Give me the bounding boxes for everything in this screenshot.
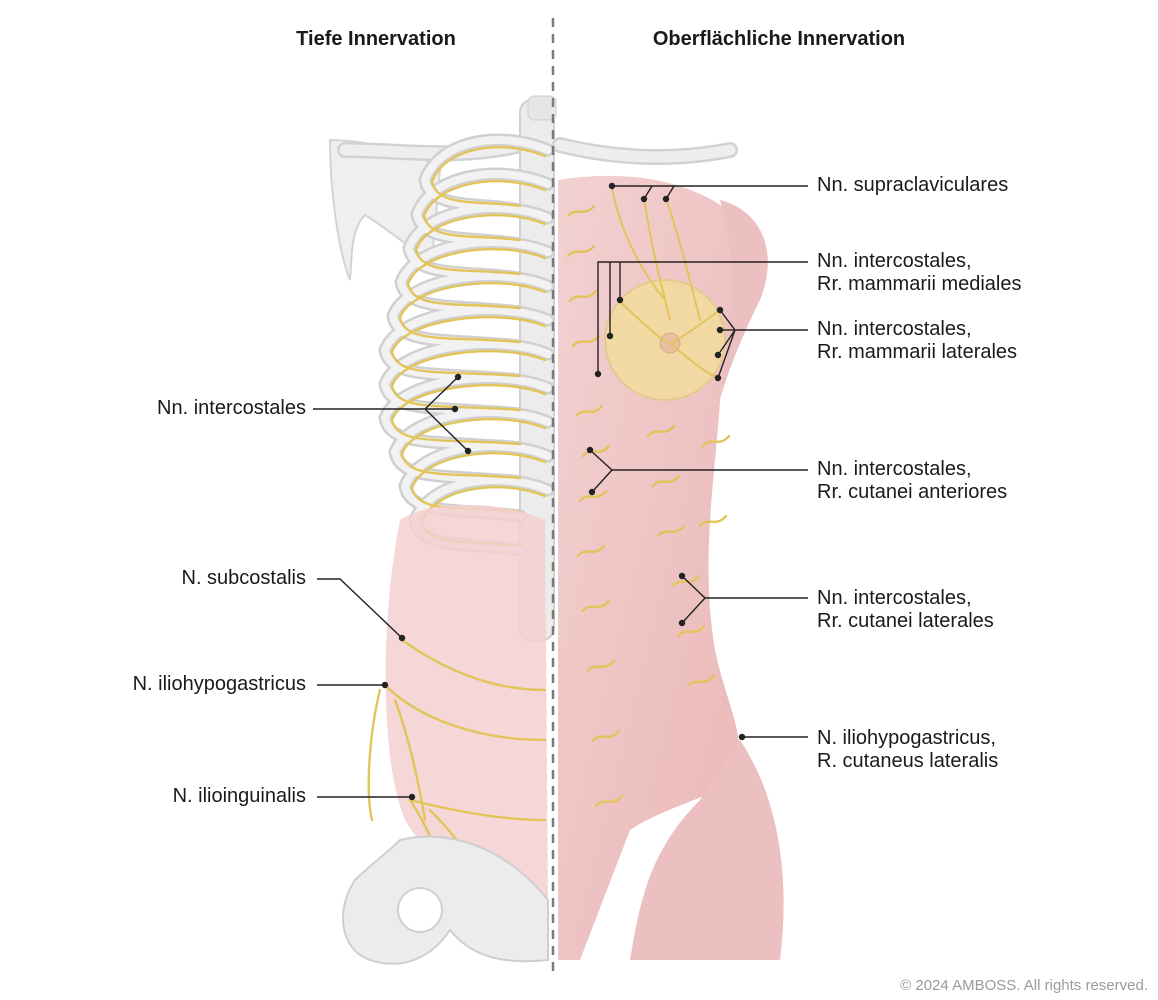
label-rr-cutanei-anteriores: Nn. intercostales, Rr. cutanei anteriore… xyxy=(817,458,1007,504)
label-n-subcostalis: N. subcostalis xyxy=(181,567,307,589)
rib xyxy=(380,374,552,452)
cutaneous-branch xyxy=(686,674,716,688)
cutaneous-branch xyxy=(581,444,611,458)
label-nn-intercostales: Nn. intercostales xyxy=(157,397,306,419)
label-rr-mammarii-laterales: Nn. intercostales, Rr. mammarii laterale… xyxy=(817,318,1017,364)
cutaneous-branch xyxy=(581,599,611,613)
label-r-cutaneus-lateralis: N. iliohypogastricus, R. cutaneus latera… xyxy=(817,727,998,773)
label-line: R. cutaneus lateralis xyxy=(817,750,999,772)
pelvis-left xyxy=(342,835,549,965)
rib xyxy=(388,272,552,350)
intercostal-nerve xyxy=(406,248,547,310)
cutaneous-branch xyxy=(651,474,681,488)
cutaneous-branch xyxy=(698,514,728,528)
cutaneous-branch xyxy=(566,204,596,218)
copyright-notice: © 2024 AMBOSS. All rights reserved. xyxy=(900,977,1148,994)
header-superficial-innervation: Oberflächliche Innervation xyxy=(652,28,906,50)
cutaneous-branch xyxy=(576,544,606,558)
label-line: Rr. cutanei laterales xyxy=(817,610,994,632)
label-n-iliohypogastricus: N. iliohypogastricus xyxy=(132,673,306,695)
superficial-body xyxy=(552,137,784,960)
rib xyxy=(380,306,552,384)
cutaneous-branch xyxy=(594,794,624,808)
label-line: Nn. intercostales, xyxy=(817,587,972,609)
cutaneous-branch xyxy=(671,574,701,588)
label-line: Nn. intercostales, xyxy=(817,458,972,480)
cutaneous-branch xyxy=(701,434,731,448)
intercostal-nerve xyxy=(430,145,547,208)
cutaneous-branch xyxy=(591,729,621,743)
cutaneous-branch xyxy=(676,624,706,638)
label-rr-cutanei-laterales: Nn. intercostales, Rr. cutanei laterales xyxy=(817,587,994,633)
label-n-ilioinguinalis: N. ilioinguinalis xyxy=(172,785,306,807)
label-rr-mammarii-mediales: Nn. intercostales, Rr. mammarii mediales xyxy=(817,250,1021,296)
cutaneous-branch xyxy=(586,659,616,673)
cutaneous-branch xyxy=(646,424,676,438)
rib xyxy=(390,408,552,486)
label-line: Nn. intercostales, xyxy=(817,318,972,340)
cutaneous-branch xyxy=(656,524,686,538)
intercostal-nerve xyxy=(398,282,547,344)
label-line: Rr. mammarii mediales xyxy=(817,273,1022,295)
label-line: N. iliohypogastricus, xyxy=(817,727,996,749)
cutaneous-branch xyxy=(574,404,604,418)
intercostal-nerve xyxy=(400,418,547,480)
leader-dots xyxy=(381,182,746,801)
intercostal-nerve xyxy=(422,180,547,242)
label-line: Rr. cutanei anteriores xyxy=(817,481,1008,503)
abdominal-muscle-deep xyxy=(385,505,548,901)
label-line: Nn. intercostales, xyxy=(817,250,972,272)
arm-right xyxy=(720,200,768,400)
intercostal-nerve xyxy=(390,316,547,378)
cutaneous-branch xyxy=(578,489,608,503)
cutaneous-branch xyxy=(571,334,601,348)
intercostal-nerve xyxy=(390,384,547,446)
cutaneous-branch xyxy=(566,244,596,258)
breast-nerves xyxy=(611,187,721,379)
thigh-right xyxy=(630,740,784,960)
deep-skeleton xyxy=(328,95,557,965)
header-deep-innervation: Tiefe Innervation xyxy=(296,28,456,50)
intercostal-nerve xyxy=(414,214,547,276)
label-nn-supraclaviculares: Nn. supraclaviculares xyxy=(817,174,1009,196)
cutaneous-nerves-superficial xyxy=(566,204,731,808)
cutaneous-branch xyxy=(568,289,598,303)
label-line: Rr. mammarii laterales xyxy=(817,341,1018,363)
